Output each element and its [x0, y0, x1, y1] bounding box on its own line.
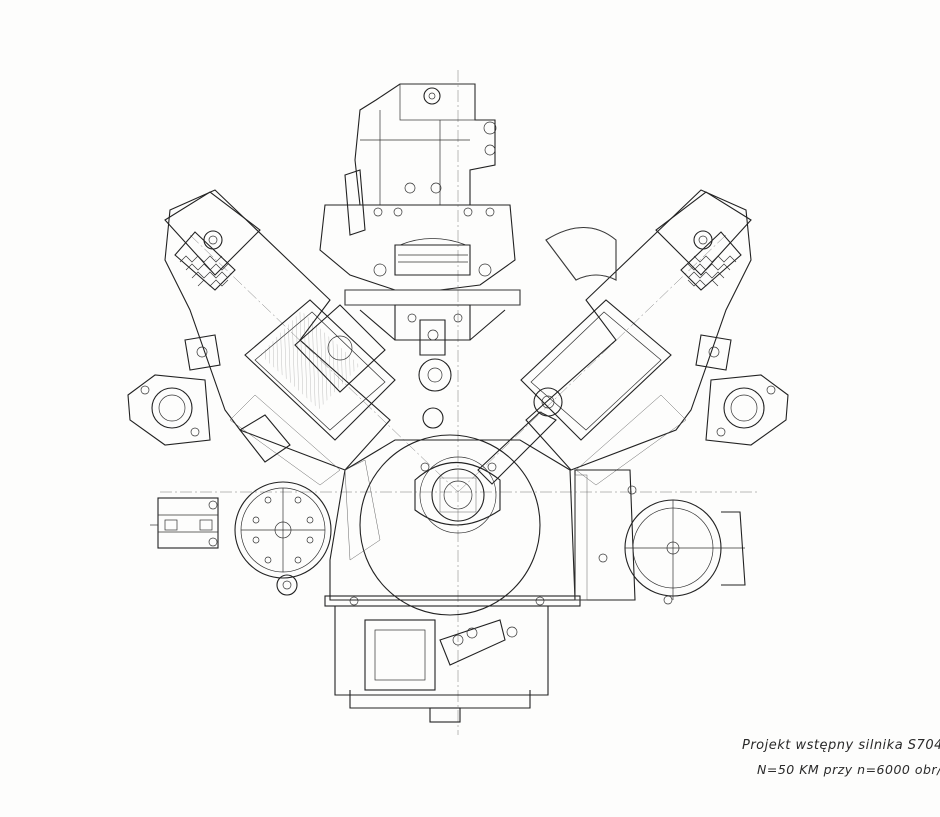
bolts: [373, 207, 497, 472]
connecting-rod: [414, 387, 563, 526]
left-cylinder-bank: [127, 189, 396, 486]
intake-manifold: [319, 204, 521, 306]
generator: [574, 469, 746, 605]
fuel-pump: [150, 497, 219, 549]
crankcase: [324, 434, 581, 616]
right-cylinder-bank: [520, 189, 789, 486]
left-valve-springs: [179, 255, 229, 287]
caption-title: Projekt wstępny silnika S704: [742, 738, 940, 753]
carburetor-assembly: [344, 83, 497, 236]
oil-sump: [334, 606, 549, 723]
distributor: [234, 481, 332, 596]
valley-camshaft: [359, 304, 506, 429]
caption-specs: N=50 KM przy n=6000 obr/min.: [757, 762, 940, 777]
